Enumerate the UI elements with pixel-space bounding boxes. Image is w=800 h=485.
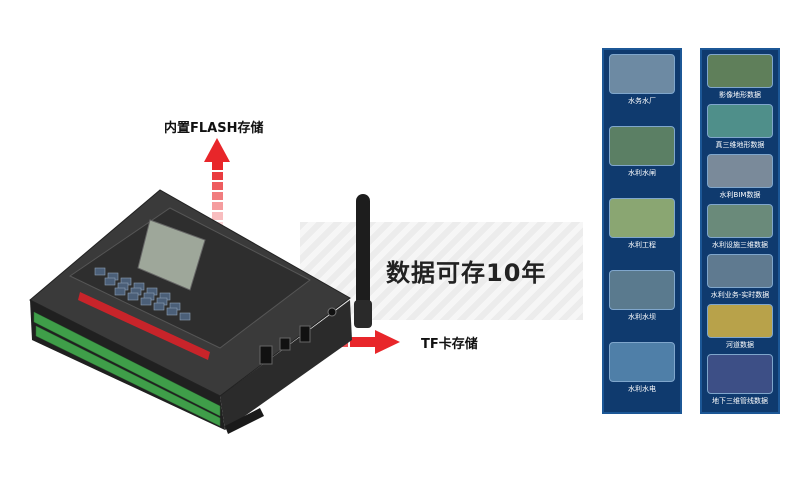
tile-realtime[interactable]: 水利业务-实时数据 [707, 254, 773, 300]
antenna-icon [356, 194, 370, 320]
tile-facility-3d[interactable]: 水利设施三维数据 [707, 204, 773, 250]
thumbnail-image [707, 304, 773, 338]
slogan-text: 数据可存10年 [386, 259, 547, 287]
rtu-device-image [29, 189, 372, 434]
thumbnail-image [707, 154, 773, 188]
thumbnail-image [707, 204, 773, 238]
tile-imagery-terrain[interactable]: 影像地形数据 [707, 54, 773, 100]
tf-storage-label: TF卡存储 [421, 337, 478, 352]
thumbnail-image [707, 254, 773, 288]
tile-sluice[interactable]: 水利水闸 [609, 126, 675, 178]
tile-caption: 河道数据 [726, 341, 754, 349]
tile-dam[interactable]: 水利水坝 [609, 270, 675, 322]
tile-water-plant[interactable]: 水务水厂 [609, 54, 675, 106]
thumbnail-image [609, 198, 675, 238]
tile-project[interactable]: 水利工程 [609, 198, 675, 250]
scene-panel-right: 影像地形数据 真三维地形数据 水利BIM数据 水利设施三维数据 水利业务-实时数… [700, 48, 780, 414]
flash-storage-label: 内置FLASH存储 [164, 121, 264, 136]
tile-caption: 水利工程 [628, 241, 656, 249]
tile-caption: 真三维地形数据 [715, 141, 765, 149]
thumbnail-image [609, 126, 675, 166]
scene-panel-left: 水务水厂 水利水闸 水利工程 水利水坝 水利水电 [602, 48, 682, 414]
thumbnail-image [707, 104, 773, 138]
keypad [94, 267, 191, 321]
tile-caption: 影像地形数据 [719, 91, 761, 99]
thumbnail-image [609, 342, 675, 382]
tile-caption: 水利业务-实时数据 [710, 291, 770, 299]
tile-bim[interactable]: 水利BIM数据 [707, 154, 773, 200]
tile-caption: 水利水坝 [628, 313, 656, 321]
tile-hydropower[interactable]: 水利水电 [609, 342, 675, 394]
tile-river[interactable]: 河道数据 [707, 304, 773, 350]
tile-caption: 地下三维管线数据 [712, 397, 768, 405]
tile-caption: 水利BIM数据 [719, 191, 761, 199]
tile-caption: 水利水电 [628, 385, 656, 393]
thumbnail-image [609, 270, 675, 310]
tile-caption: 水利设施三维数据 [712, 241, 768, 249]
terminal-blocks [33, 311, 221, 427]
tile-caption: 水利水闸 [628, 169, 656, 177]
tile-caption: 水务水厂 [628, 97, 656, 105]
lcd-screen [137, 219, 206, 291]
thumbnail-image [707, 354, 773, 394]
thumbnail-image [707, 54, 773, 88]
thumbnail-image [609, 54, 675, 94]
tile-3d-terrain[interactable]: 真三维地形数据 [707, 104, 773, 150]
tile-pipeline[interactable]: 地下三维管线数据 [707, 354, 773, 406]
